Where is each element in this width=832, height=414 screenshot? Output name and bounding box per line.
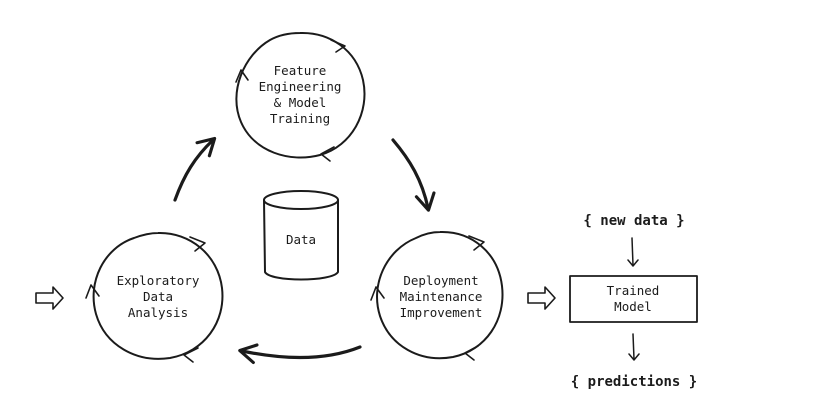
feature-engineering-cycle-arrow-left (235, 69, 249, 83)
arrow-model-to-predictions (628, 333, 640, 361)
feature-engineering-circle (235, 31, 366, 159)
eda-node: Exploratory Data Analysis (85, 231, 224, 363)
feature-engineering-label-line-4: Training (270, 111, 330, 126)
eda-label-line-1: Exploratory (117, 273, 200, 288)
deploy-hollow-arrow (527, 286, 556, 310)
feature-engineering-cycle-arrow-bottom (320, 146, 335, 162)
trained-model-block: { new data } Trained Model { predictions… (569, 213, 698, 390)
deployment-circle (376, 230, 504, 360)
deployment-cycle-arrow-left (370, 286, 385, 301)
data-store-label: Data (286, 232, 316, 247)
deployment-cycle-arrow-top (468, 235, 485, 251)
deployment-cycle-arrow-bottom (464, 345, 479, 361)
eda-circle (92, 231, 224, 360)
arrow-eda-to-feature-engineering (173, 136, 217, 202)
arrow-feature-engineering-to-deployment (391, 138, 436, 212)
eda-cycle-arrow-left (85, 284, 100, 299)
trained-model-label-line-1: Trained (607, 283, 660, 298)
deployment-label-line-3: Improvement (400, 305, 483, 320)
feature-engineering-label-line-3: & Model (274, 95, 327, 110)
arrow-deployment-to-eda (238, 343, 362, 365)
deployment-label-line-1: Deployment (403, 273, 478, 288)
predictions-label: { predictions } (571, 374, 697, 390)
deployment-node: Deployment Maintenance Improvement (370, 230, 504, 361)
eda-cycle-arrow-top (189, 236, 206, 252)
eda-cycle-arrow-bottom (183, 347, 199, 363)
eda-label-line-2: Data (143, 289, 173, 304)
feature-engineering-cycle-arrow-top (330, 39, 346, 53)
feature-engineering-node: Feature Engineering & Model Training (235, 31, 366, 162)
feature-engineering-label-line-1: Feature (274, 63, 327, 78)
trained-model-label-line-2: Model (614, 299, 652, 314)
trained-model-box (569, 275, 698, 323)
data-store-cylinder: Data (263, 190, 339, 281)
arrow-new-data-to-model (627, 237, 639, 267)
eda-label-line-3: Analysis (128, 305, 188, 320)
data-store-body (263, 199, 339, 281)
data-store-top (263, 190, 339, 210)
deployment-label-line-2: Maintenance (400, 289, 483, 304)
feature-engineering-label-line-2: Engineering (259, 79, 342, 94)
input-hollow-arrow (35, 286, 64, 310)
new-data-label: { new data } (583, 213, 684, 229)
